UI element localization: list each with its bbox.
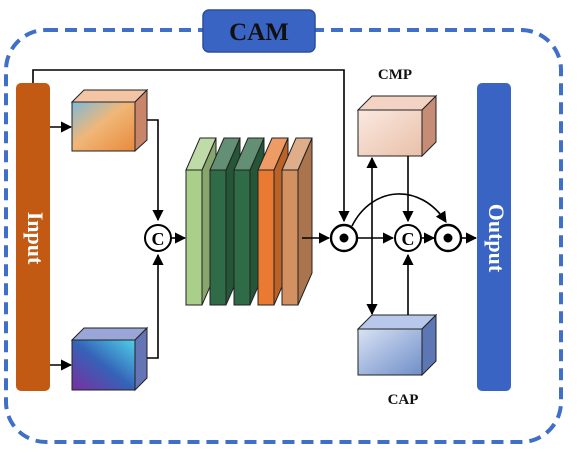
cap-label: CAP — [388, 392, 419, 408]
conv-layer-5 — [281, 137, 313, 306]
concat-symbol-1: C — [152, 229, 165, 249]
conv-layer-stack — [185, 137, 313, 306]
concat-symbol-2: C — [402, 229, 415, 249]
concat-node-1: C — [144, 224, 172, 252]
cap-cube: CAP — [356, 313, 438, 408]
arrow-skip — [32, 69, 350, 223]
top-feature-cube — [70, 88, 149, 153]
concat-node-2: C — [394, 224, 422, 252]
multiply-node-2 — [433, 223, 463, 253]
input-bar: Input — [16, 83, 50, 391]
bottom-feature-cube — [70, 326, 149, 392]
output-label: Output — [484, 204, 509, 273]
arrow-top-concat — [147, 119, 164, 222]
arrow-bottom-concat — [147, 253, 164, 359]
cmp-label: CMP — [378, 67, 412, 83]
cmp-cube: CMP — [356, 67, 438, 158]
connections — [32, 69, 478, 371]
output-bar: Output — [477, 83, 511, 391]
multiply-node-1 — [329, 223, 359, 253]
title-box: CAM — [202, 9, 316, 53]
arrow-arc-residual — [351, 193, 447, 227]
title-text: CAM — [229, 19, 289, 46]
input-label: Input — [23, 212, 48, 265]
